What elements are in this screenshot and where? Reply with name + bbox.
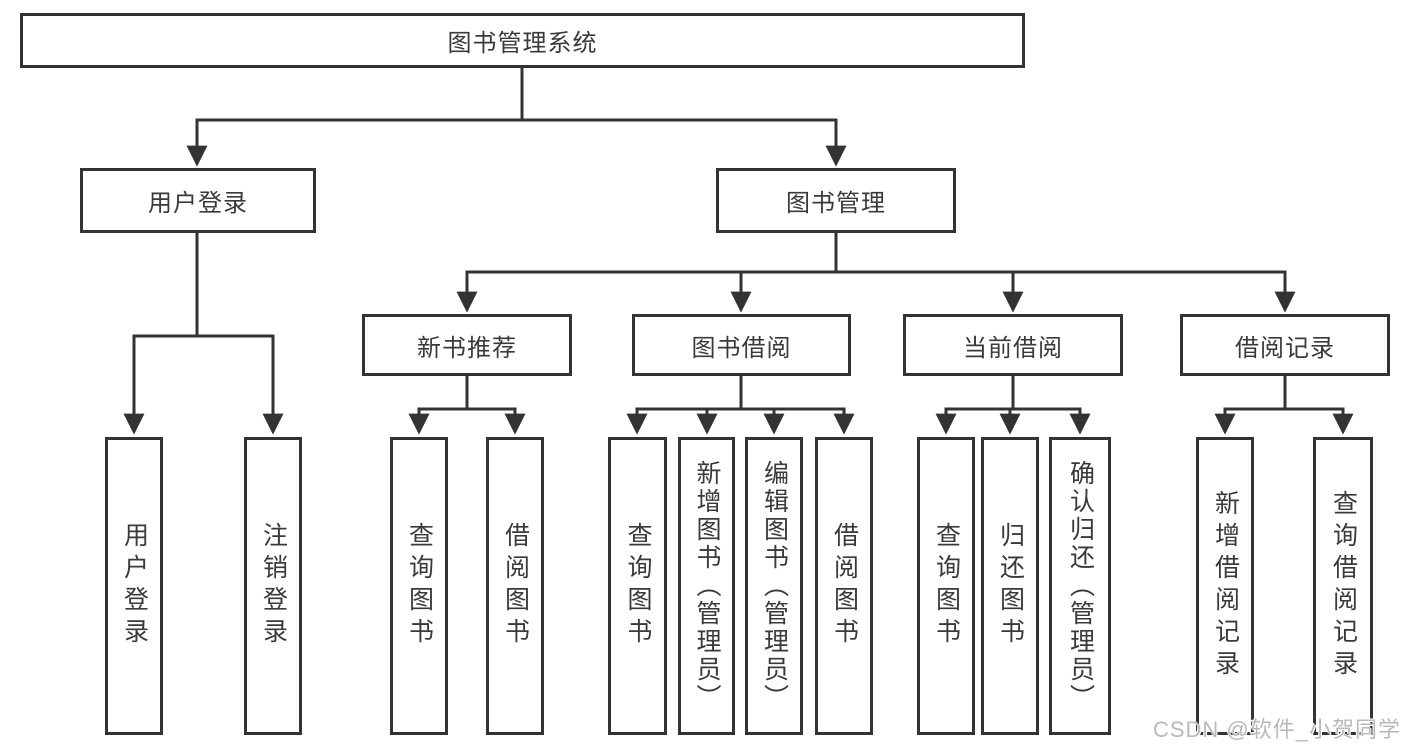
node-book-borrowing-label: 图书借阅 — [691, 334, 792, 362]
leaf-borrowing-borrow-books-label: 借阅图书 — [830, 522, 859, 650]
leaf-recommend-query-books: 查询图书 — [390, 437, 448, 735]
leaf-confirm-return-admin-label: 确认归还（管理员） — [1066, 460, 1095, 712]
node-library-system-label: 图书管理系统 — [447, 30, 598, 57]
leaf-logout: 注销登录 — [244, 437, 302, 735]
leaf-return-books-label: 归还图书 — [996, 522, 1025, 650]
leaf-edit-books-admin-label: 编辑图书（管理员） — [760, 460, 789, 712]
node-new-book-recommend: 新书推荐 — [362, 314, 572, 376]
leaf-recommend-borrow-books: 借阅图书 — [486, 437, 544, 735]
leaf-borrowing-query-books-label: 查询图书 — [624, 522, 652, 650]
node-current-borrowing-label: 当前借阅 — [963, 334, 1063, 362]
csdn-watermark: CSDN @软件_小贺同学 — [1152, 717, 1401, 742]
node-new-book-recommend-label: 新书推荐 — [417, 334, 517, 362]
leaf-add-books-admin-label: 新增图书（管理员） — [693, 460, 721, 712]
node-borrow-records-label: 借阅记录 — [1235, 334, 1335, 362]
leaf-logout-label: 注销登录 — [259, 522, 288, 650]
leaf-query-borrow-record-label: 查询借阅记录 — [1329, 490, 1358, 682]
leaf-user-login: 用户登录 — [105, 437, 163, 735]
node-book-management-label: 图书管理 — [786, 190, 886, 217]
leaf-query-borrow-record: 查询借阅记录 — [1313, 437, 1373, 735]
leaf-add-books-admin: 新增图书（管理员） — [678, 437, 735, 735]
leaf-borrowing-borrow-books: 借阅图书 — [815, 437, 873, 735]
leaf-return-books: 归还图书 — [981, 437, 1039, 735]
leaf-recommend-query-books-label: 查询图书 — [405, 522, 434, 650]
leaf-edit-books-admin: 编辑图书（管理员） — [745, 437, 803, 735]
leaf-add-borrow-record: 新增借阅记录 — [1196, 437, 1254, 735]
leaf-current-query-books-label: 查询图书 — [932, 522, 961, 650]
leaf-borrowing-query-books: 查询图书 — [608, 437, 667, 735]
leaf-user-login-label: 用户登录 — [120, 522, 149, 650]
node-current-borrowing: 当前借阅 — [903, 314, 1123, 376]
node-book-borrowing: 图书借阅 — [632, 314, 851, 376]
leaf-add-borrow-record-label: 新增借阅记录 — [1211, 490, 1240, 682]
node-user-login: 用户登录 — [80, 168, 316, 233]
node-borrow-records: 借阅记录 — [1180, 314, 1390, 376]
node-user-login-label: 用户登录 — [148, 190, 248, 217]
node-book-management: 图书管理 — [716, 168, 956, 233]
leaf-current-query-books: 查询图书 — [917, 437, 975, 735]
tree-edges — [123, 66, 1354, 435]
node-library-system: 图书管理系统 — [20, 13, 1025, 68]
leaf-recommend-borrow-books-label: 借阅图书 — [501, 522, 530, 650]
leaf-confirm-return-admin: 确认归还（管理员） — [1049, 437, 1111, 735]
